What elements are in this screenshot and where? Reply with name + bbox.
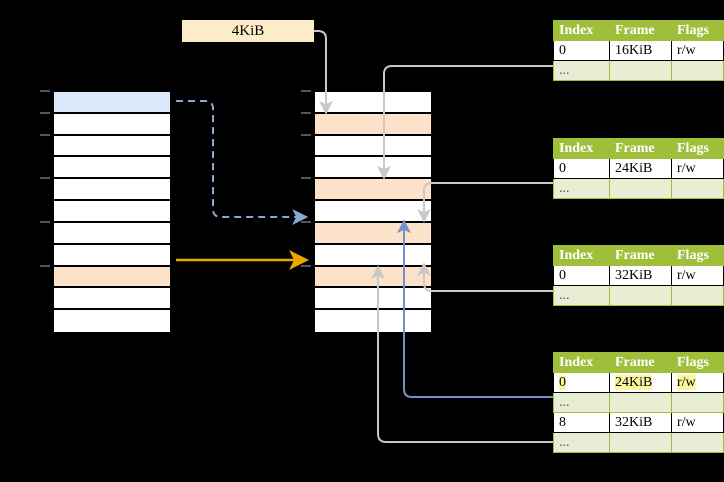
cell-frame [609,285,672,306]
memory-row [54,288,170,311]
memory-row [54,157,170,180]
memory-row [54,222,170,245]
column-header: Frame [609,245,672,266]
memory-row [54,92,170,114]
cell-flags: r/w [671,412,724,433]
row-tick-mark [40,264,50,267]
column-header: Index [553,245,610,266]
row-tick-mark [40,177,50,180]
memory-row [54,244,170,267]
cell-frame [609,60,672,81]
memory-row [315,201,431,223]
connector-table2-to-physical [417,182,553,223]
row-tick-mark [301,264,311,267]
size-label-4kib: 4KiB [182,20,314,42]
cell-frame: 32KiB [609,265,672,286]
cell-frame: 32KiB [609,412,672,433]
memory-row [54,310,170,332]
row-tick-mark [301,111,311,114]
column-header: Frame [609,352,672,373]
connector-virtual-to-physical-dashed [176,100,309,225]
memory-row [315,135,431,158]
physical-address-space-column [313,90,433,332]
memory-row [315,310,431,332]
cell-frame [609,178,672,199]
cell-index: 0 [553,40,610,61]
row-tick-mark [301,90,311,92]
virtual-address-space-column [52,90,172,332]
column-header: Index [553,138,610,159]
cell-flags [671,432,724,453]
highlighted-value: 0 [559,374,566,390]
memory-row [315,266,431,289]
memory-row [315,157,431,180]
table-row: ... [553,178,724,199]
table-row: 0 24KiB r/w [553,372,724,393]
column-header: Flags [671,245,724,266]
memory-row [315,288,431,311]
row-tick-mark [301,220,311,223]
memory-row [315,113,431,136]
memory-row [315,222,431,245]
cell-index: 8 [553,412,610,433]
cell-frame: 24KiB [609,158,672,179]
cell-index: ... [553,178,610,199]
cell-index: ... [553,432,610,453]
memory-row [315,92,431,114]
memory-row [315,179,431,202]
memory-row [54,135,170,158]
row-tick-mark [301,177,311,180]
memory-row [54,201,170,223]
cell-frame: 24KiB [609,372,672,393]
cell-flags: r/w [671,158,724,179]
row-tick-mark [40,111,50,114]
connector-table3-to-physical [417,262,553,292]
cell-index: 0 [553,372,610,393]
row-tick-mark [40,90,50,92]
memory-row [54,113,170,136]
cell-frame [609,432,672,453]
cell-index: 0 [553,265,610,286]
cell-flags: r/w [671,40,724,61]
table-row: ... [553,432,724,453]
cell-flags [671,392,724,413]
cell-flags [671,60,724,81]
cell-frame: 16KiB [609,40,672,61]
cell-index: ... [553,392,610,413]
highlighted-value: r/w [677,374,696,390]
row-tick-mark [40,133,50,136]
column-header: Index [553,352,610,373]
column-header: Frame [609,20,672,41]
table-row: ... [553,392,724,413]
cell-flags [671,178,724,199]
cell-index: ... [553,285,610,306]
column-header: Frame [609,138,672,159]
row-tick-mark [40,220,50,223]
column-header: Index [553,20,610,41]
cell-flags [671,285,724,306]
cell-index: 0 [553,158,610,179]
memory-row [54,179,170,202]
cell-frame [609,392,672,413]
column-header: Flags [671,352,724,373]
cell-index: ... [553,60,610,81]
column-header: Flags [671,138,724,159]
highlighted-value: 24KiB [615,374,653,390]
column-header: Flags [671,20,724,41]
cell-flags: r/w [671,372,724,393]
row-tick-mark [301,133,311,136]
memory-row [315,244,431,267]
table-row: ... [553,60,724,81]
cell-flags: r/w [671,265,724,286]
memory-row [54,266,170,289]
table-row: ... [553,285,724,306]
